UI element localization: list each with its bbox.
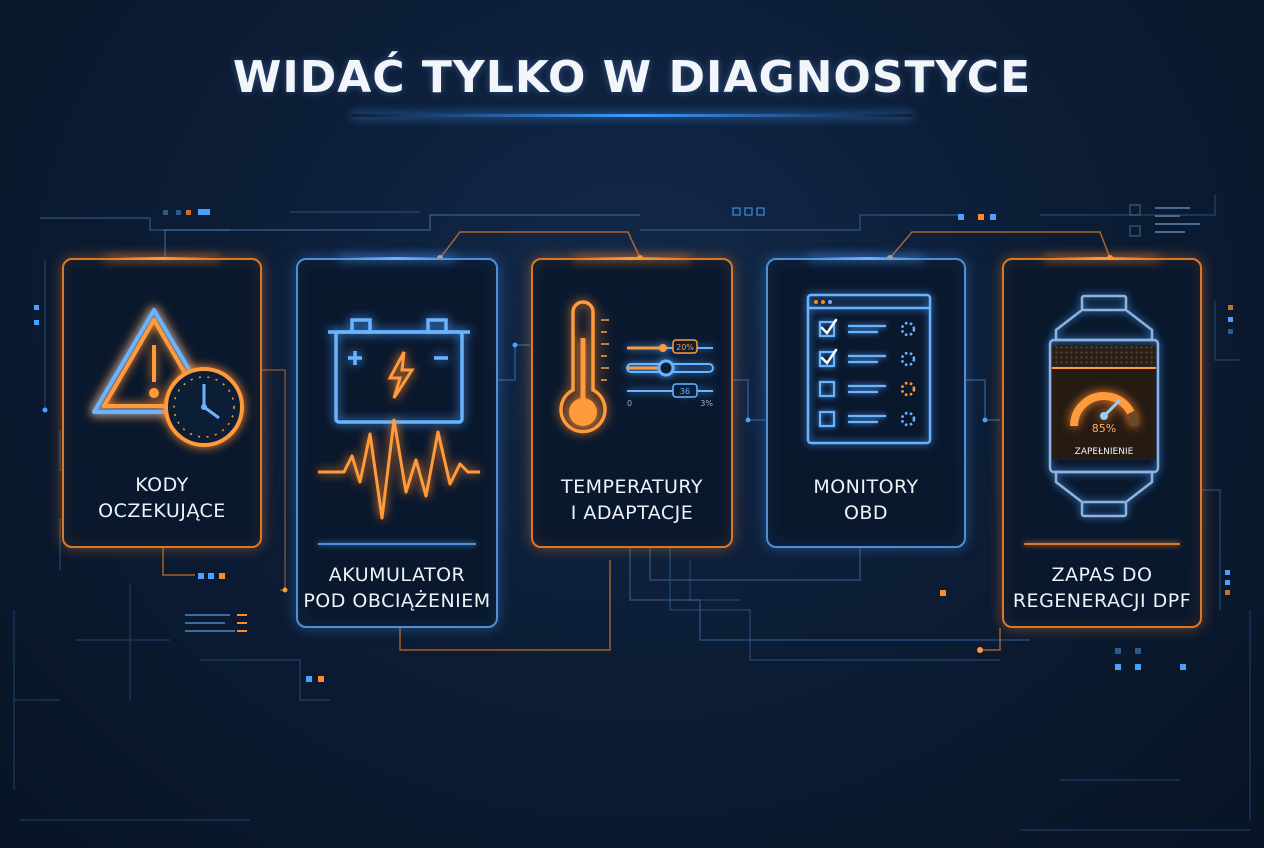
card-obd-monitors: MONITORY OBD — [766, 257, 966, 548]
card-divider — [1024, 543, 1180, 545]
card-glow — [338, 257, 456, 260]
checklist-window-icon — [806, 293, 932, 445]
gauge-value: 85% — [1092, 422, 1116, 435]
warning-clock-icon — [92, 308, 244, 447]
gauge-caption: ZAPEŁNIENIE — [1075, 447, 1134, 457]
card-battery-load: AKUMULATOR POD OBCIĄŻENIEM — [296, 257, 498, 628]
card-dpf-regeneration: 85% ZAPEŁNIENIE ZAPAS DO REGENERACJI DPF — [1002, 257, 1202, 628]
thermometer-sliders-icon: 20% 36 0 3% — [559, 300, 714, 434]
card-label-line1: ZAPAS DO — [1051, 564, 1153, 586]
card-label-line1: KODY — [135, 474, 189, 496]
card-label-line2: OBD — [843, 502, 889, 524]
card-label-line2: REGENERACJI DPF — [1012, 590, 1192, 612]
card-temperatures-adaptations: 20% 36 0 3% TEMPERATURY I ADAPTACJE — [531, 257, 733, 548]
card-divider — [318, 543, 476, 545]
dpf-gauge-icon: 85% ZAPEŁNIENIE — [1048, 294, 1160, 518]
card-label-line2: OCZEKUJĄCE — [98, 500, 226, 522]
card-label-line2: POD OBCIĄŻENIEM — [303, 590, 491, 612]
card-glow — [1044, 257, 1160, 260]
slider-bottom-label: 36 — [680, 387, 690, 396]
card-glow — [573, 257, 691, 260]
battery-pulse-icon — [318, 318, 480, 520]
card-label-line1: TEMPERATURY — [560, 476, 704, 498]
card-glow — [104, 257, 220, 260]
card-label-line2: I ADAPTACJE — [570, 502, 694, 524]
card-label-line1: MONITORY — [813, 476, 919, 498]
gauge-fill-arc — [1070, 392, 1138, 427]
slider-min-label: 0 — [627, 399, 632, 408]
slider-top-label: 20% — [676, 343, 694, 352]
page-title: WIDAĆ TYLKO W DIAGNOSTYCE — [232, 52, 1032, 103]
slider-max-label: 3% — [700, 399, 713, 408]
title-underline — [352, 114, 912, 117]
card-label-line1: AKUMULATOR — [328, 564, 466, 586]
card-glow — [808, 257, 924, 260]
card-pending-codes: KODY OCZEKUJĄCE — [62, 257, 262, 548]
